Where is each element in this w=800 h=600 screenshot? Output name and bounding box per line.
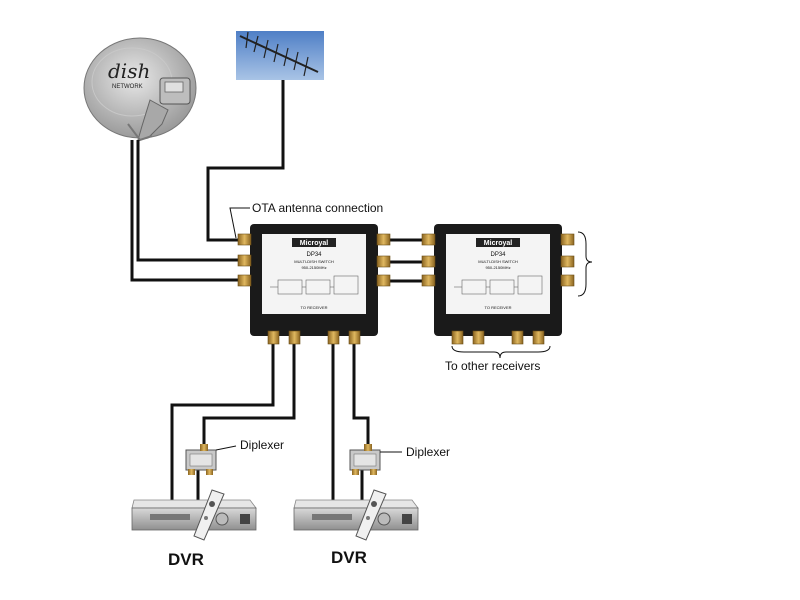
multi-dish-switch-1: Microyal DP34 MULTI-DISH SWITCH 950-2150… xyxy=(237,224,391,345)
dvr-1-label: DVR xyxy=(168,550,204,569)
cable-lnb-2 xyxy=(130,140,248,282)
remote-control-2 xyxy=(355,489,387,541)
switch2-bottom: TO RECEIVER xyxy=(484,305,511,310)
dvr-1-receiver xyxy=(131,499,257,531)
other-receivers-label: To other receivers xyxy=(445,359,541,373)
switch2-freq: 950-2150MHz xyxy=(485,265,510,270)
cable-sw1-out2 xyxy=(202,340,296,450)
diplexer-2 xyxy=(349,444,381,475)
remote-control-1 xyxy=(193,489,225,541)
switch1-brand: Microyal xyxy=(300,240,328,247)
dish-logo-top: dish xyxy=(108,59,150,83)
ota-label-pointer xyxy=(229,207,250,239)
switch1-model: DP34 xyxy=(306,252,322,258)
switch2-desc: MULTI-DISH SWITCH xyxy=(478,259,518,264)
cable-sw1-out4 xyxy=(352,340,370,450)
cable-ota xyxy=(206,80,285,242)
cables xyxy=(130,80,432,500)
switch1-freq: 950-2150MHz xyxy=(301,265,326,270)
diplexer-1-pointer xyxy=(215,445,237,451)
diplexer-1-label: Diplexer xyxy=(240,438,285,452)
bottom-brace xyxy=(451,345,551,359)
switch2-brand: Microyal xyxy=(484,240,512,247)
dish-logo-bottom: NETWORK xyxy=(112,84,143,90)
switch2-model: DP34 xyxy=(490,252,506,258)
cable-lnb-1 xyxy=(136,140,248,262)
switch1-desc: MULTI-DISH SWITCH xyxy=(294,259,334,264)
ota-antenna-image xyxy=(236,31,324,80)
diplexer-2-label: Diplexer xyxy=(406,445,451,459)
ota-connection-label: OTA antenna connection xyxy=(252,201,384,215)
dvr-2-label: DVR xyxy=(331,548,367,567)
switch1-bottom: TO RECEIVER xyxy=(300,305,327,310)
right-brace xyxy=(577,231,593,297)
cable-sw1-out1 xyxy=(170,340,275,500)
multi-dish-switch-2: Microyal DP34 MULTI-DISH SWITCH 950-2150… xyxy=(421,224,575,345)
dvr-2-receiver xyxy=(293,499,419,531)
diplexer-1 xyxy=(185,444,217,475)
satellite-dish: dish NETWORK xyxy=(83,37,197,142)
